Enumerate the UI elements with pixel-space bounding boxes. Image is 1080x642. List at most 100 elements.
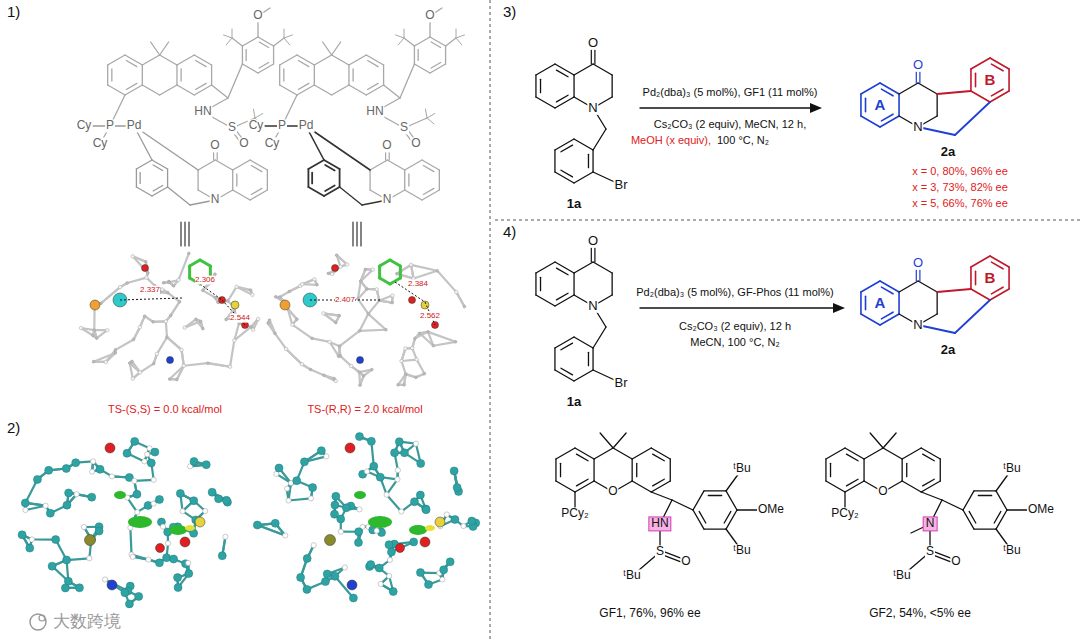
atom-ball <box>395 272 398 275</box>
atom-ball <box>415 376 418 379</box>
ring-bond <box>940 459 941 481</box>
stick-bond <box>168 280 170 283</box>
double-bond <box>975 73 977 86</box>
ring-bond <box>414 46 415 64</box>
double-bond <box>298 83 309 89</box>
ring-bond <box>861 314 880 325</box>
atom-ball <box>161 288 165 292</box>
nci-surface <box>368 516 392 528</box>
atom-ball <box>105 443 115 453</box>
ring-bond <box>194 55 211 65</box>
panel-number: 3) <box>502 4 517 21</box>
ring-bond <box>902 481 921 492</box>
double-bond <box>561 170 573 177</box>
double-bond <box>196 61 207 67</box>
atom-ball <box>391 301 394 304</box>
atom-ball <box>345 443 355 453</box>
atom-ball <box>404 347 408 351</box>
atom-ball <box>215 495 223 503</box>
atom-ball <box>166 336 169 339</box>
double-bond <box>576 454 588 461</box>
stick-bond <box>312 338 330 342</box>
atom-label: N <box>587 299 598 313</box>
stick-bond <box>166 321 167 337</box>
tbu-bond <box>226 38 232 45</box>
stick-bond <box>130 528 131 555</box>
condition-text: MeCN, 100 °C, N₂ <box>689 336 780 348</box>
double-bond <box>846 454 858 461</box>
atom-ball <box>288 290 291 293</box>
ring-bond <box>536 64 555 75</box>
atom-label: O <box>410 137 421 150</box>
stick-bond <box>360 314 369 331</box>
atom-ball <box>256 317 260 321</box>
atom-ball <box>183 326 187 330</box>
tbu-bond <box>456 29 457 38</box>
ring-bond <box>880 314 899 325</box>
atom-label: O <box>252 9 263 22</box>
ring-bond <box>573 75 574 97</box>
atom-ball <box>155 559 163 567</box>
atom-ball <box>201 289 204 292</box>
ring-bond <box>200 260 210 266</box>
stick-bond <box>360 330 386 331</box>
equivalence-mark <box>180 222 181 246</box>
tbu-bond <box>253 109 255 118</box>
atom-ball <box>52 536 60 544</box>
atom-label: ᵗBu <box>622 569 641 582</box>
bond-line <box>400 64 414 98</box>
atom-ball <box>409 263 413 267</box>
atom-label: Cy <box>76 119 93 132</box>
distance-label: 2.544 <box>230 314 250 323</box>
atom-ball <box>416 569 424 577</box>
ring-bond <box>405 160 422 170</box>
condition-text: Cs₂CO₃ (2 equiv), 12 h <box>678 320 792 332</box>
ring-bond <box>176 65 177 85</box>
atom-ball <box>75 584 83 592</box>
compound-number: 1a <box>566 395 582 409</box>
atom-ball <box>151 448 159 456</box>
double-bond <box>111 69 112 81</box>
stick-bond <box>134 327 140 339</box>
bond-line <box>955 300 990 333</box>
atom-ball <box>322 374 325 377</box>
double-bond <box>636 463 637 476</box>
ring-bond <box>990 91 1009 102</box>
compound-number: 2a <box>940 145 956 159</box>
double-bond <box>180 69 181 81</box>
atom-ball <box>422 505 430 513</box>
ring-bond <box>612 273 613 295</box>
tbu-bond <box>224 35 232 38</box>
atom-ball <box>432 344 435 347</box>
atom-ball <box>387 573 392 578</box>
panel-divider <box>490 0 491 642</box>
atom-ball <box>375 564 383 572</box>
stick-bond <box>196 319 203 328</box>
stick-bond <box>134 327 140 339</box>
atom-label: S <box>399 121 409 134</box>
ring-bond <box>593 64 612 75</box>
ring-bond <box>555 97 574 108</box>
stick-bond <box>115 339 133 349</box>
panel-number: 1) <box>6 4 21 21</box>
ring-bond <box>339 169 341 187</box>
ring-bond <box>898 94 900 116</box>
atom-ball <box>409 297 416 304</box>
atom-label: O <box>381 139 392 152</box>
atom-ball <box>231 301 239 309</box>
ring-bond <box>971 256 990 267</box>
atom-ball <box>427 330 430 333</box>
atom-ball <box>177 278 181 282</box>
atom-ball <box>451 516 459 524</box>
ring-bond <box>556 448 575 459</box>
double-bond <box>431 42 440 47</box>
atom-ball <box>335 254 338 257</box>
ring-bond <box>726 510 737 529</box>
ring-bond <box>970 267 972 289</box>
atom-ball <box>286 498 291 503</box>
atom-ball <box>345 263 349 267</box>
double-bond <box>991 89 1003 96</box>
atom-label: S <box>227 121 237 134</box>
ring-bond <box>349 55 366 65</box>
atom-ball <box>455 290 459 294</box>
